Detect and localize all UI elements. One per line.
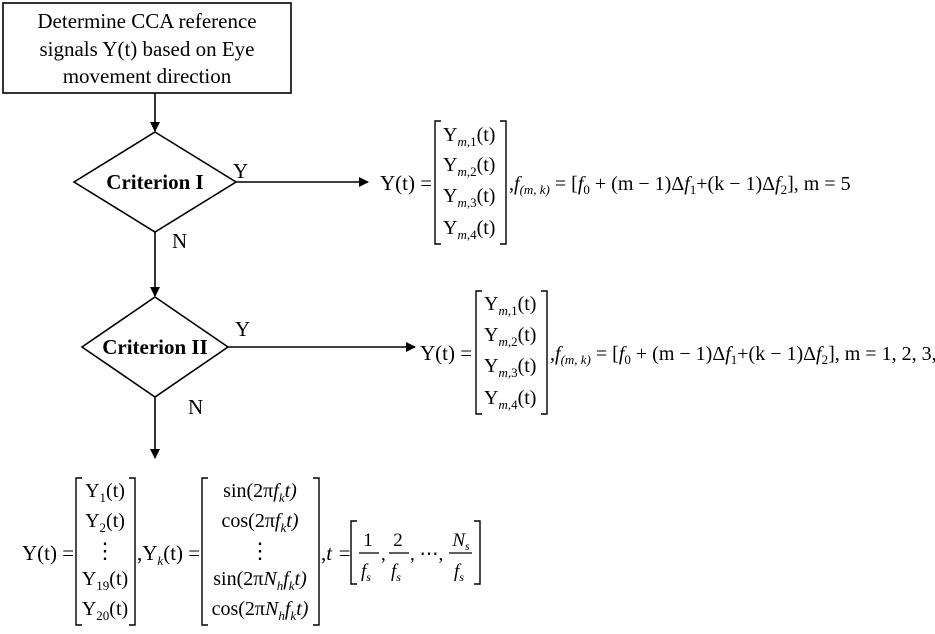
formula-3-trig-entry-3: ⋮ <box>249 538 271 563</box>
formula-2-entry-1: Ym,1(t) <box>484 293 536 318</box>
formula-1-matrix: Ym,1(t) Ym,2(t) Ym,3(t) Ym,4(t) <box>443 124 495 242</box>
formula-2-matrix: Ym,1(t) Ym,2(t) Ym,3(t) Ym,4(t) <box>484 293 536 412</box>
formula-3-frac-dots: , ⋯, <box>410 544 443 565</box>
formula-3-y-entry-5: Y20(t) <box>82 598 128 623</box>
start-box-line-3: movement direction <box>63 64 232 88</box>
formula-3-y-entry-1: Y1(t) <box>85 480 125 505</box>
criterion-1-label: Criterion I <box>106 170 203 194</box>
formula-2: Y(t) = Ym,1(t) Ym,2(t) Ym,3(t) Ym,4(t) ,… <box>420 290 935 415</box>
formula-3-y-entry-3: ⋮ <box>94 538 116 563</box>
formula-1: Y(t) = Ym,1(t) Ym,2(t) Ym,3(t) Ym,4(t) ,… <box>380 120 851 245</box>
formula-1-bracket-left <box>434 120 441 245</box>
criterion-1-no-label: N <box>172 229 187 253</box>
start-box-line-1: Determine CCA reference <box>37 9 256 33</box>
formula-3-t-lhs: ,t = <box>321 541 352 565</box>
formula-3-frac-2-num: 2 <box>393 530 403 551</box>
formula-2-entry-3: Ym,3(t) <box>484 355 536 380</box>
formula-3-trig-entry-1: sin(2πfkt) <box>223 480 297 505</box>
formula-2-entry-2: Ym,2(t) <box>484 324 536 349</box>
formula-3-trig-entry-2: cos(2πfkt) <box>222 510 299 535</box>
criterion-2-no-label: N <box>188 395 203 419</box>
criterion-2-yes-label: Y <box>235 317 250 341</box>
formula-3-frac-3-num: Ns <box>451 530 470 553</box>
formula-2-bracket-left <box>475 290 482 415</box>
formula-2-entry-4: Ym,4(t) <box>484 387 536 412</box>
formula-3-lhs: Y(t) = <box>22 541 74 565</box>
formula-2-frequency: ,f(m, k) = [f0 + (m − 1)Δf1+(k − 1)Δf2],… <box>550 343 935 367</box>
formula-3-trig-bracket-left <box>201 477 208 626</box>
formula-3-frac-1-den: fs <box>361 561 371 584</box>
formula-2-bracket-right <box>541 290 548 415</box>
formula-3-trig-bracket-right <box>313 477 320 626</box>
formula-3-trig-entry-5: cos(2πNhfkt) <box>212 598 309 623</box>
criterion-2-label: Criterion II <box>102 335 208 359</box>
formula-1-bracket-right <box>500 120 507 245</box>
formula-3-y-bracket-left <box>75 477 82 626</box>
formula-3-frac-comma: , <box>381 544 386 565</box>
formula-3-frac-1-num: 1 <box>363 530 373 551</box>
formula-1-entry-2: Ym,2(t) <box>443 154 495 179</box>
formula-3-yk-lhs: ,Yk(t) = <box>137 541 200 568</box>
formula-3-t-bracket-left <box>350 520 357 585</box>
formula-1-entry-3: Ym,3(t) <box>443 185 495 210</box>
formula-3: Y(t) = Y1(t) Y2(t) ⋮ Y19(t) Y20(t) ,Yk(t… <box>22 477 481 626</box>
formula-3-frac-2-den: fs <box>391 561 401 584</box>
formula-1-frequency: ,f(m, k) = [f0 + (m − 1)Δf1+(k − 1)Δf2],… <box>509 173 851 197</box>
formula-3-y-entry-4: Y19(t) <box>82 568 128 593</box>
formula-3-frac-3-den: fs <box>454 561 464 584</box>
formula-1-entry-4: Ym,4(t) <box>443 217 495 242</box>
formula-1-lhs: Y(t) = <box>380 171 432 195</box>
formula-1-entry-1: Ym,1(t) <box>443 124 495 149</box>
formula-3-y-entry-2: Y2(t) <box>85 510 125 535</box>
formula-3-t-bracket-right <box>474 520 481 585</box>
start-box-line-2: signals Y(t) based on Eye <box>39 37 254 61</box>
formula-2-lhs: Y(t) = <box>420 341 472 365</box>
criterion-1-yes-label: Y <box>233 159 248 183</box>
start-box <box>2 2 292 94</box>
formula-3-trig-entry-4: sin(2πNhfkt) <box>213 568 307 593</box>
formula-3-y-bracket-right <box>129 477 136 626</box>
